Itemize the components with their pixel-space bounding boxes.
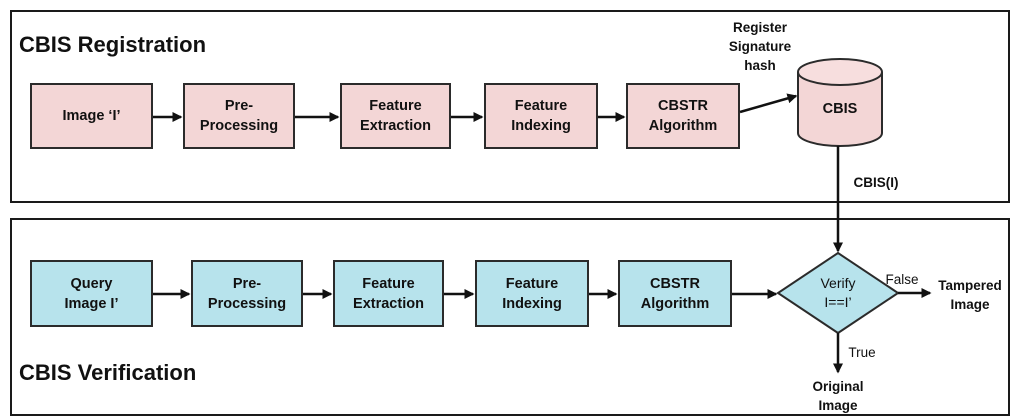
original-image-label: Original Image — [812, 379, 864, 413]
cbstr-algorithm-box: CBSTR Algorithm — [626, 83, 740, 149]
verify-feature-extraction-box: Feature Extraction — [333, 260, 444, 327]
tampered-image-label: Tampered Image — [938, 278, 1002, 312]
verify-pre-processing-box: Pre- Processing — [191, 260, 303, 327]
verification-title: CBIS Verification — [19, 360, 197, 385]
query-image-box: Query Image I’ — [30, 260, 153, 327]
registration-title: CBIS Registration — [19, 32, 207, 57]
false-label: False — [885, 272, 919, 287]
register-signature-hash-label: Register Signature hash — [728, 20, 792, 73]
image-i-box: Image ‘I’ — [30, 83, 153, 149]
verify-decision-label: Verify I==I’ — [820, 275, 856, 310]
true-label: True — [848, 345, 876, 360]
feature-extraction-box: Feature Extraction — [340, 83, 451, 149]
verify-feature-indexing-box: Feature Indexing — [475, 260, 589, 327]
verify-cbstr-algorithm-box: CBSTR Algorithm — [618, 260, 732, 327]
pre-processing-box: Pre- Processing — [183, 83, 295, 149]
cbis-i-link-label: CBIS(I) — [853, 175, 899, 190]
arrow-cbstr-to-cbis — [739, 93, 798, 114]
cbis-database-label: CBIS — [822, 101, 858, 117]
feature-indexing-box: Feature Indexing — [484, 83, 598, 149]
cbis-database-icon — [797, 58, 883, 147]
